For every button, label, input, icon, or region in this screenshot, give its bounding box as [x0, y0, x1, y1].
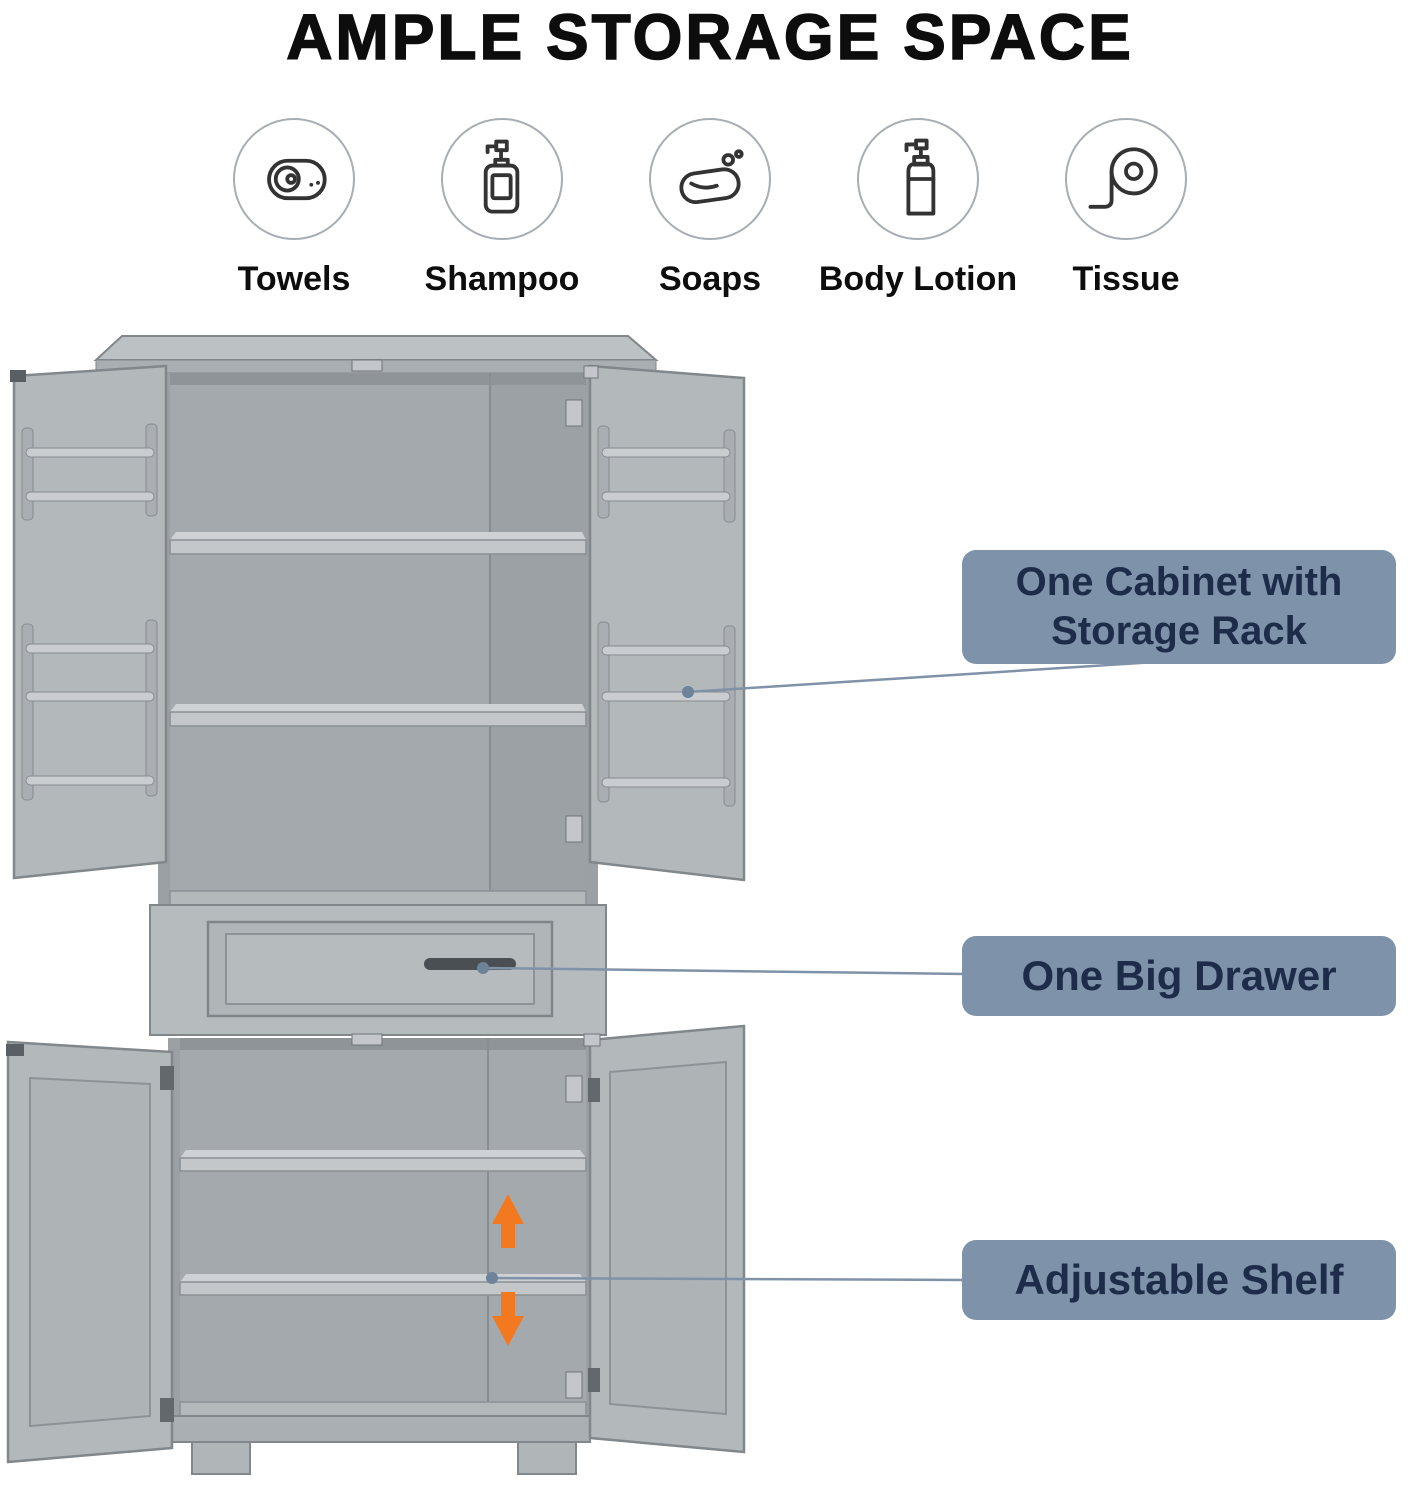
connector-dot: [682, 686, 694, 698]
tissue-icon: [1065, 118, 1187, 240]
callout-adjustable-shelf: Adjustable Shelf: [962, 1240, 1396, 1320]
hinge-icon: [565, 1371, 583, 1399]
callout-connectors: [477, 658, 1187, 1284]
hinge-icon: [565, 815, 583, 843]
hinge-icon: [351, 1033, 383, 1046]
hinge-icon: [565, 1075, 583, 1103]
feature-shampoo: Shampoo: [402, 118, 602, 299]
callout-text-line: Adjustable Shelf: [1014, 1256, 1344, 1303]
hinge-icon: [351, 359, 383, 372]
hinge-icon: [160, 1398, 174, 1422]
feature-towels: Towels: [194, 118, 394, 299]
lower-right-door: [583, 1024, 746, 1454]
hinge-icon: [588, 1368, 600, 1392]
lower-cabinet: [165, 1033, 598, 1475]
body-lotion-icon: [857, 118, 979, 240]
towel-icon: [233, 118, 355, 240]
hinge-icon: [10, 370, 26, 382]
connector-dot: [477, 962, 489, 974]
callout-text-line: Storage Rack: [1051, 609, 1307, 653]
connector-line-shelf: [491, 1276, 967, 1282]
cabinet-base: [165, 1415, 591, 1443]
feature-label: Towels: [237, 260, 351, 298]
arrow-down-icon: [492, 1292, 524, 1346]
hinge-icon: [6, 1044, 24, 1056]
callout-text-line: One Big Drawer: [1021, 952, 1337, 999]
upper-right-door: [583, 364, 746, 882]
callout-text-line: One Cabinet with: [1015, 560, 1343, 605]
arrow-up-icon: [492, 1194, 524, 1248]
feature-icons-row: Towels Shampoo: [0, 118, 1420, 299]
hinge-icon: [160, 1066, 174, 1090]
connector-line-drawer: [482, 966, 967, 976]
hinge-icon: [588, 1078, 600, 1102]
drawer-section: [149, 904, 607, 1036]
feature-label: Tissue: [1072, 260, 1180, 298]
door-storage-rack: [597, 425, 736, 807]
connector-dot: [486, 1272, 498, 1284]
callout-storage-rack: One Cabinet with Storage Rack: [962, 550, 1396, 664]
callout-big-drawer: One Big Drawer: [962, 936, 1396, 1016]
cabinet-foot: [191, 1441, 251, 1475]
feature-soaps: Soaps: [610, 118, 810, 299]
hinge-icon: [583, 1033, 601, 1047]
soap-icon: [649, 118, 771, 240]
feature-label: Body Lotion: [818, 260, 1018, 298]
feature-body-lotion: Body Lotion: [818, 118, 1018, 299]
page-title: AMPLE STORAGE SPACE: [285, 0, 1134, 74]
upper-cabinet: [93, 335, 659, 906]
adjustable-shelf: [179, 1274, 587, 1296]
feature-label: Soaps: [658, 260, 762, 298]
connector-line-storage-rack: [687, 658, 1187, 694]
feature-tissue: Tissue: [1026, 118, 1226, 299]
shampoo-icon: [441, 118, 563, 240]
upper-shelf-2: [169, 704, 587, 727]
hinge-icon: [583, 365, 599, 379]
upper-left-door: [10, 364, 168, 880]
hinge-icon: [565, 399, 583, 427]
lower-shelf-1: [179, 1150, 587, 1172]
door-storage-rack: [21, 423, 158, 801]
upper-shelf-1: [169, 532, 587, 555]
feature-label: Shampoo: [424, 260, 580, 298]
lower-left-door: [6, 1040, 174, 1464]
cabinet-foot: [517, 1441, 577, 1475]
